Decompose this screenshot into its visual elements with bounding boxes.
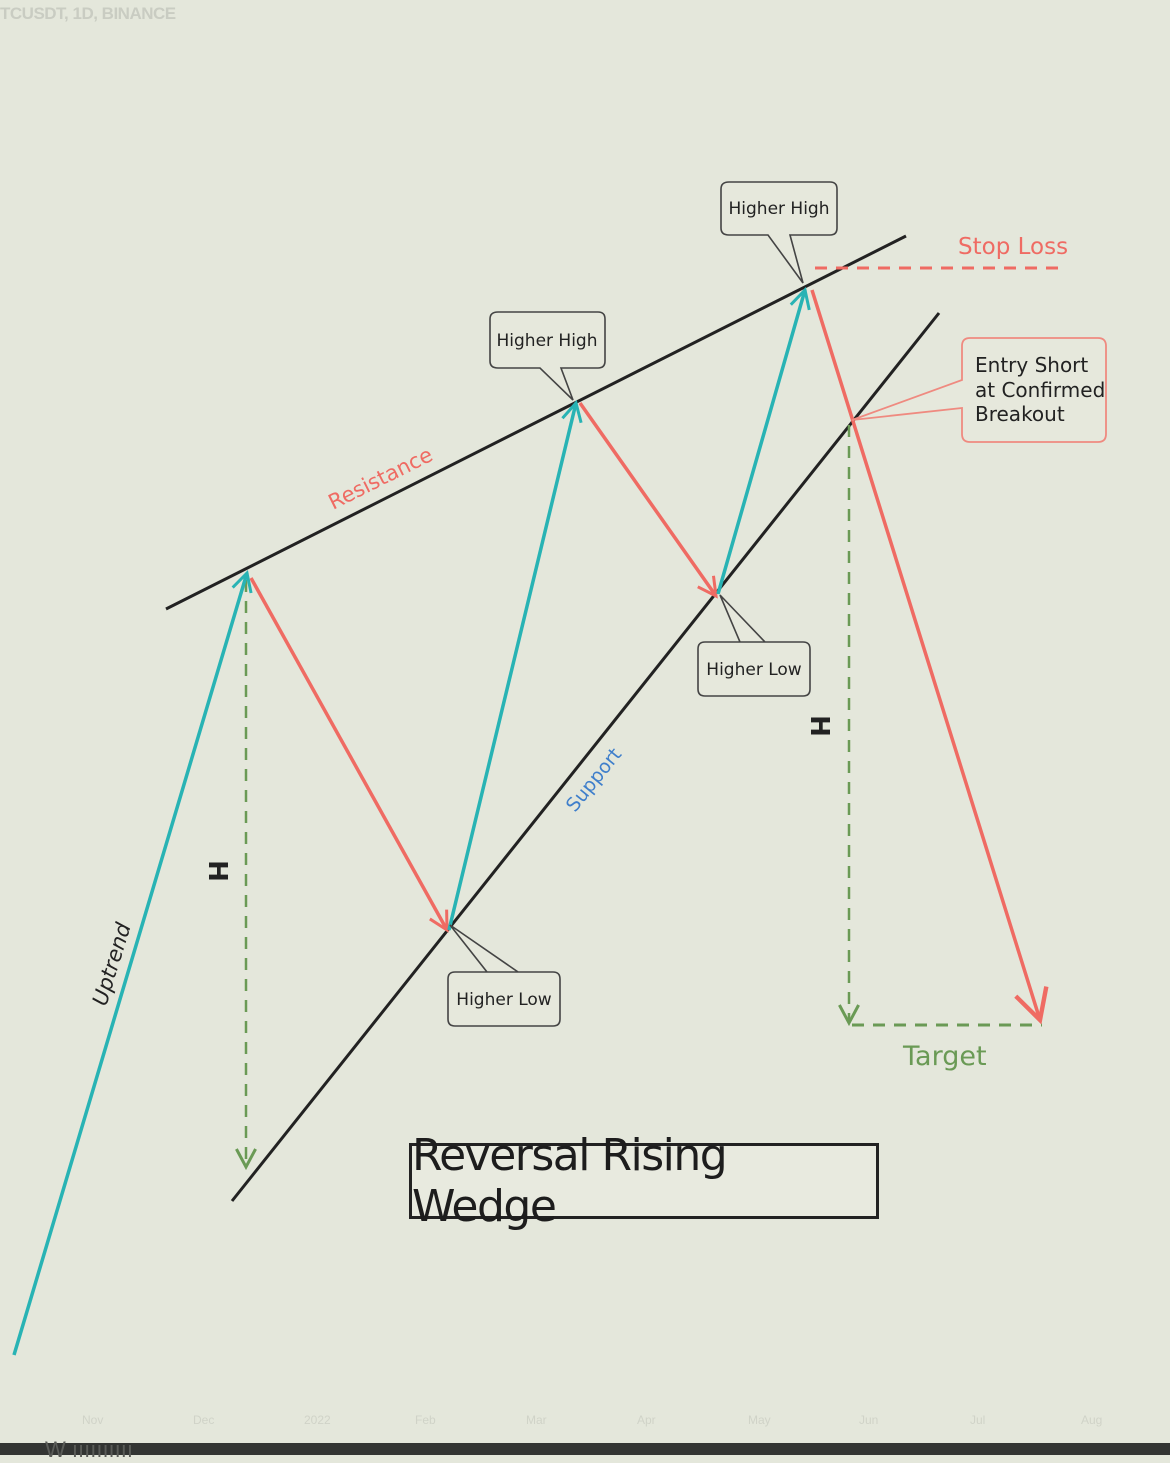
diagram-title: Reversal Rising Wedge: [409, 1130, 879, 1232]
svg-text:Higher High: Higher High: [729, 199, 830, 219]
uptrend-label: Uptrend: [88, 919, 136, 1008]
callout-entry-short: Entry Short at Confirmed Breakout: [851, 337, 1107, 443]
x-axis-tick: Feb: [415, 1413, 436, 1427]
swing-up-4: [716, 286, 811, 595]
support-line: [230, 312, 941, 1202]
breakdown-arrow: [810, 289, 1049, 1025]
callout-higher-low-1: Higher Low: [447, 924, 561, 1027]
x-axis-tick: 2022: [304, 1413, 331, 1427]
svg-text:Breakout: Breakout: [975, 402, 1065, 426]
svg-text:Higher Low: Higher Low: [456, 990, 551, 1010]
x-axis-tick: Jun: [859, 1413, 879, 1427]
x-axis-tick: Jul: [970, 1413, 986, 1427]
support-label: Support: [562, 744, 626, 816]
bottom-bar: W ıııııııııı: [0, 1437, 1170, 1462]
uptrend-arrow: [12, 569, 253, 1356]
svg-text:at Confirmed: at Confirmed: [975, 378, 1105, 402]
svg-text:Higher High: Higher High: [497, 331, 598, 351]
watermark: W ıııııııııı: [45, 1437, 133, 1462]
height-label-right: H: [804, 715, 834, 737]
svg-text:Entry Short: Entry Short: [975, 353, 1088, 377]
resistance-label: Resistance: [325, 442, 437, 514]
target-label: Target: [902, 1041, 987, 1072]
x-axis-tick: Apr: [637, 1413, 656, 1427]
callout-higher-high-1: Higher High: [489, 311, 606, 401]
swing-down-3: [578, 401, 718, 599]
chart-symbol: TCUSDT, 1D, BINANCE: [0, 4, 176, 23]
height-label-left: H: [202, 860, 232, 882]
x-axis-tick: Nov: [82, 1413, 104, 1427]
x-axis-tick: Aug: [1081, 1413, 1103, 1427]
x-axis-tick: Mar: [526, 1413, 547, 1427]
swing-up-2: [447, 399, 583, 931]
callout-higher-low-2: Higher Low: [697, 594, 811, 697]
swing-down-1: [249, 577, 449, 933]
x-axis-tick: May: [748, 1413, 771, 1427]
resistance-line: [165, 234, 907, 611]
x-axis-tick: Dec: [193, 1413, 215, 1427]
callout-higher-high-2: Higher High: [720, 181, 838, 284]
stop-loss-label: Stop Loss: [958, 234, 1068, 260]
svg-text:Higher Low: Higher Low: [706, 660, 801, 680]
